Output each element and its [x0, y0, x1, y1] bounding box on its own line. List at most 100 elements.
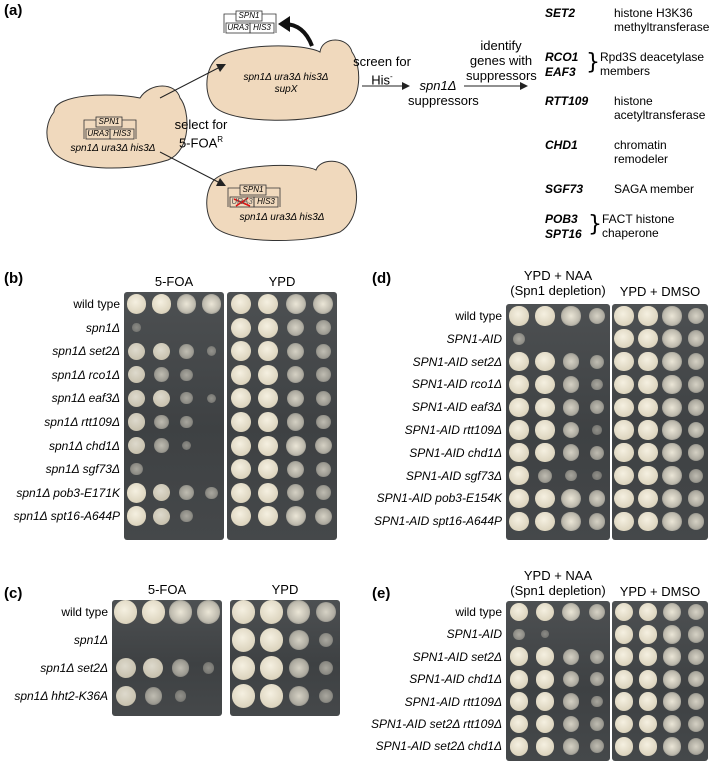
strain-label: SPN1-AID eaf3Δ	[411, 400, 502, 415]
yeast-spot	[662, 647, 682, 667]
strain-label: spn1Δ hht2-K36A	[14, 689, 108, 703]
yeast-spot	[662, 306, 682, 326]
gene-sgf73-desc: SAGA member	[614, 182, 695, 196]
yeast-spot	[285, 294, 306, 314]
panel-a-letter: (a)	[4, 2, 23, 19]
yeast-spot	[287, 484, 305, 502]
yeast-spot	[588, 307, 606, 325]
yeast-spot	[638, 624, 658, 644]
yeast-spot	[152, 507, 171, 525]
yeast-spot	[614, 443, 634, 463]
strain-label: SPN1-AID rco1Δ	[411, 377, 502, 392]
yeast-spot	[316, 601, 337, 623]
lost-plasmid-ura3: URA3	[227, 23, 249, 32]
yeast-spot	[509, 352, 529, 372]
yeast-spot	[614, 420, 634, 440]
yeast-spot	[614, 602, 634, 622]
yeast-spot	[319, 688, 334, 704]
yeast-spot	[154, 438, 169, 453]
start-plasmid-his3: HIS3	[113, 129, 131, 138]
yeast-spot	[169, 600, 193, 624]
select-label: select for 5-FOAR	[174, 117, 228, 151]
yeast-spot	[687, 626, 705, 643]
yeast-spot	[127, 366, 146, 384]
yeast-spot	[152, 484, 171, 502]
yeast-spot	[687, 307, 705, 325]
yeast-spot	[535, 374, 555, 394]
yeast-spot	[509, 736, 529, 756]
yeast-spot	[687, 603, 705, 621]
yeast-spot	[287, 366, 305, 384]
yeast-spot	[230, 506, 251, 527]
yeast-spot	[562, 738, 580, 755]
panel-b-header-foa: 5-FOA	[154, 274, 194, 289]
strain-label: SPN1-AID set2Δ chd1Δ	[375, 739, 502, 754]
yeast-spot	[152, 342, 171, 360]
yeast-spot	[180, 510, 193, 523]
foa-yeast-cell	[206, 160, 358, 241]
yeast-spot	[258, 459, 279, 480]
yeast-spot	[176, 294, 197, 314]
yeast-spot	[562, 648, 580, 665]
yeast-spot	[614, 352, 634, 372]
strain-label: SPN1-AID sgf73Δ	[405, 468, 502, 483]
yeast-spot	[662, 420, 682, 440]
yeast-spot	[562, 693, 580, 710]
yeast-spot	[230, 435, 251, 456]
yeast-spot	[202, 662, 214, 674]
strain-label: SPN1-AID set2Δ rtt109Δ	[370, 717, 502, 731]
yeast-spot	[258, 482, 279, 503]
yeast-spot	[509, 488, 529, 508]
yeast-spot	[614, 397, 634, 417]
yeast-spot	[687, 353, 705, 370]
mutant-plasmid-spn1: SPN1	[242, 185, 264, 194]
yeast-spot	[687, 376, 705, 393]
yeast-spot	[561, 511, 581, 531]
yeast-spot	[638, 306, 658, 326]
yeast-spot	[687, 648, 705, 665]
yeast-spot	[127, 342, 146, 360]
yeast-spot	[614, 374, 634, 394]
yeast-spot	[232, 628, 256, 652]
yeast-spot	[687, 512, 705, 530]
yeast-spot	[206, 346, 217, 356]
yeast-spot	[172, 659, 190, 677]
yeast-spot	[201, 294, 222, 314]
start-plasmid-spn1: SPN1	[98, 117, 120, 126]
yeast-spot	[638, 736, 658, 756]
yeast-spot	[565, 469, 577, 482]
yeast-spot	[509, 466, 529, 486]
yeast-spot	[687, 715, 705, 733]
yeast-spot	[562, 376, 580, 393]
yeast-spot	[287, 413, 305, 431]
yeast-spot	[126, 506, 147, 527]
yeast-spot	[638, 329, 658, 349]
yeast-spot	[614, 736, 634, 756]
yeast-spot	[562, 715, 580, 733]
foa-genotype: spn1Δ ura3Δ his3Δ	[239, 212, 325, 223]
yeast-spot	[590, 649, 604, 664]
yeast-spot	[181, 440, 192, 451]
yeast-spot	[288, 685, 309, 707]
yeast-spot	[638, 669, 658, 689]
yeast-spot	[315, 414, 331, 430]
yeast-spot	[179, 485, 194, 501]
start-plasmid	[83, 116, 137, 140]
panel-e-header-naa: YPD + NAA(Spn1 depletion)	[510, 568, 606, 598]
yeast-spot	[614, 647, 634, 667]
yeast-spot	[591, 378, 603, 391]
yeast-spot	[232, 600, 256, 624]
panel-a-diagram	[46, 10, 528, 241]
yeast-spot	[614, 306, 634, 326]
yeast-spot	[230, 412, 251, 432]
strain-label: SPN1-AID rtt109Δ	[404, 694, 502, 709]
yeast-spot	[591, 695, 603, 708]
yeast-spot	[258, 506, 279, 527]
yeast-spot	[561, 602, 581, 622]
yeast-spot	[206, 393, 217, 404]
yeast-spot	[127, 389, 146, 407]
yeast-spot	[662, 511, 682, 531]
